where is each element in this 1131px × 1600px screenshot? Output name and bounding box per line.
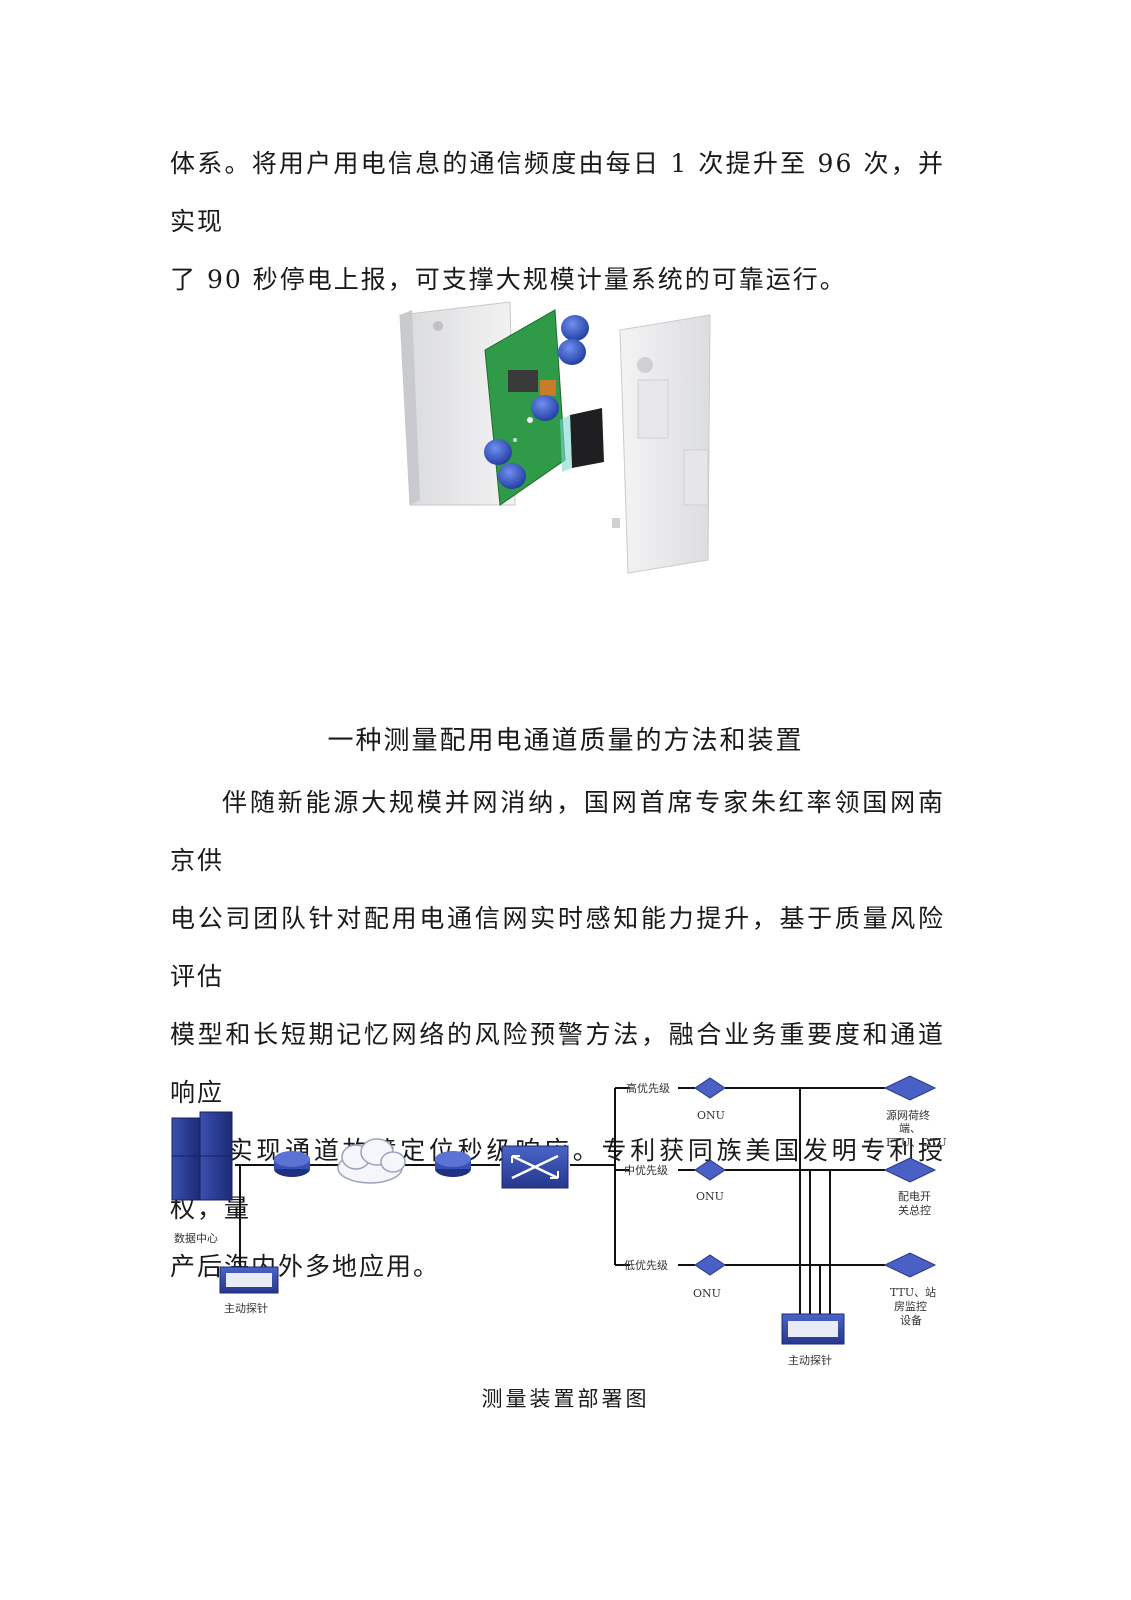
core-switch-icon <box>501 1145 569 1189</box>
intro-line-1: 体系。将用户用电信息的通信频度由每日 1 次提升至 96 次，并实现 <box>170 149 945 236</box>
onu-icon-1 <box>694 1077 726 1099</box>
data-center-label: 数据中心 <box>174 1231 218 1245</box>
probe-switch-icon-left <box>219 1266 279 1294</box>
body-line-2: 电公司团队针对配用电通信网实时感知能力提升，基于质量风险评估 <box>170 904 945 991</box>
onu-icon-2 <box>694 1159 726 1181</box>
terminal-icon-3 <box>883 1252 937 1278</box>
section-heading: 一种测量配用电通道质量的方法和装置 <box>327 726 804 756</box>
router-icon-2 <box>435 1151 471 1177</box>
device-3-line-2: 房监控 <box>894 1299 927 1313</box>
body-line-1: 伴随新能源大规模并网消纳，国网首席专家朱红率领国网南京供 <box>170 788 945 875</box>
device-1-line-3: FTU、DTU <box>886 1136 947 1149</box>
probe-right-label: 主动探针 <box>788 1353 832 1367</box>
figure-caption: 测量装置部署图 <box>481 1387 650 1411</box>
device-1-line-2: 端、 <box>899 1122 921 1135</box>
terminal-icon-1 <box>883 1075 937 1101</box>
cloud-icon <box>337 1138 406 1184</box>
onu-label-3: ONU <box>693 1287 721 1300</box>
intro-paragraph: 体系。将用户用电信息的通信频度由每日 1 次提升至 96 次，并实现 了 90 … <box>170 135 945 309</box>
device-3-line-1: TTU、站 <box>890 1285 936 1299</box>
device-3-line-3: 设备 <box>900 1313 922 1327</box>
priority-mid-label: 中优先级 <box>624 1164 668 1177</box>
onu-label-1: ONU <box>697 1109 725 1122</box>
onu-label-2: ONU <box>696 1190 724 1203</box>
terminal-icon-2 <box>883 1157 937 1183</box>
body-line-3: 模型和长短期记忆网络的风险预警方法，融合业务重要度和通道响应 <box>170 1020 945 1107</box>
communication-module-image <box>399 301 711 574</box>
intro-line-2: 了 90 秒停电上报，可支撑大规模计量系统的可靠运行。 <box>170 265 847 294</box>
server-rack-icon <box>171 1111 233 1201</box>
probe-switch-icon-right <box>781 1313 845 1345</box>
device-2-line-1: 配电开 <box>898 1190 931 1203</box>
onu-icon-3 <box>694 1254 726 1276</box>
body-line-5: 产后海内外多地应用。 <box>170 1252 441 1281</box>
terminal-device-icons <box>883 1075 937 1278</box>
priority-low-label: 低优先级 <box>624 1259 668 1272</box>
device-2-line-2: 关总控 <box>898 1203 931 1217</box>
device-1-line-1: 源网荷终 <box>886 1108 930 1122</box>
onu-icons <box>694 1077 726 1276</box>
deployment-diagram: 数据中心 主动探针 高优先级 中优先级 低优先级 ONU ONU ON <box>171 1075 947 1367</box>
probe-left-label: 主动探针 <box>224 1301 268 1315</box>
router-icon-1 <box>274 1151 310 1177</box>
priority-high-label: 高优先级 <box>626 1081 670 1095</box>
